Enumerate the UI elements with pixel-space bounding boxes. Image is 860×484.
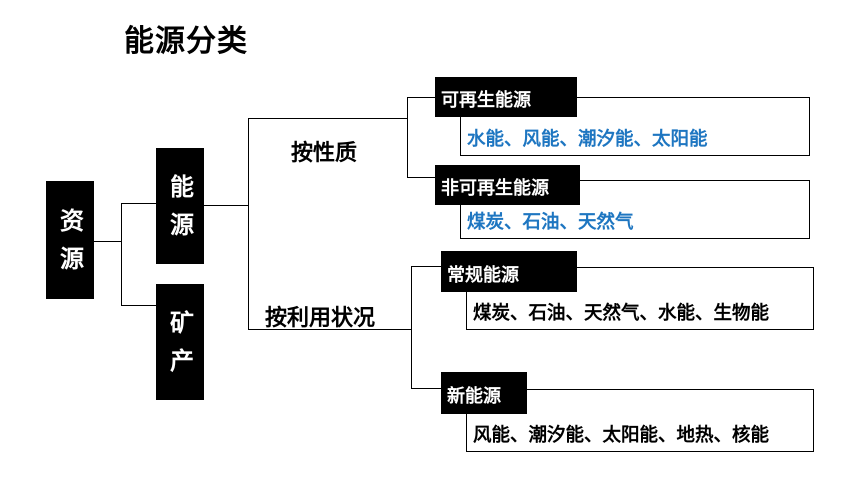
connector	[248, 118, 408, 119]
category-items-new-energy: 风能、潮汐能、太阳能、地热、核能	[473, 425, 770, 446]
node-mineral: 矿产	[156, 284, 204, 400]
root-node-resources: 资源	[46, 181, 94, 299]
category-box-renewable: 水能、风能、潮汐能、太阳能	[460, 97, 810, 156]
category-box-new-energy: 风能、潮汐能、太阳能、地热、核能	[466, 389, 814, 452]
connector	[121, 203, 156, 204]
node-energy-label: 能源	[165, 174, 194, 250]
connector	[248, 118, 249, 330]
connector	[411, 388, 441, 389]
connector	[407, 97, 408, 178]
connector	[121, 203, 122, 306]
connector	[411, 266, 441, 267]
criterion-by-usage: 按利用状况	[265, 306, 376, 331]
category-header-conventional: 常规能源	[441, 251, 577, 292]
category-items-conventional: 煤炭、石油、天然气、水能、生物能	[473, 303, 770, 324]
category-header-nonrenewable: 非可再生能源	[435, 165, 580, 205]
node-mineral-label: 矿产	[165, 310, 194, 386]
connector	[407, 177, 435, 178]
root-node-label: 资源	[55, 208, 84, 284]
category-items-renewable: 水能、风能、潮汐能、太阳能	[467, 129, 708, 150]
category-items-nonrenewable: 煤炭、石油、天然气	[467, 212, 634, 233]
connector	[248, 329, 412, 330]
criterion-by-nature: 按性质	[291, 141, 358, 166]
connector	[204, 205, 249, 206]
node-energy: 能源	[156, 148, 204, 264]
category-header-new-energy: 新能源	[441, 372, 527, 414]
connector	[94, 241, 122, 242]
connector	[407, 97, 435, 98]
connector	[121, 305, 156, 306]
page-title: 能源分类	[124, 24, 248, 59]
connector	[411, 266, 412, 389]
category-header-renewable: 可再生能源	[435, 77, 577, 117]
